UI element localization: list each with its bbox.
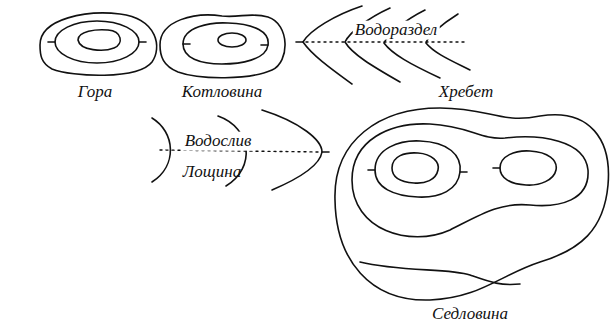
ridge-contours (296, 6, 470, 84)
hill-label: Гора (76, 83, 114, 102)
ridge-label: Хребет (437, 83, 495, 102)
saddle-contours (335, 108, 609, 300)
hollow-contours (152, 110, 329, 190)
basin-label: Котловина (180, 83, 264, 102)
waterflow-label: Водослив (183, 132, 254, 151)
hollow-label: Лощина (181, 163, 243, 182)
hill-contours (40, 13, 157, 75)
watershed-label: Водораздел (353, 21, 440, 40)
saddle-label: Седловина (430, 305, 510, 324)
basin-contours (160, 15, 285, 78)
